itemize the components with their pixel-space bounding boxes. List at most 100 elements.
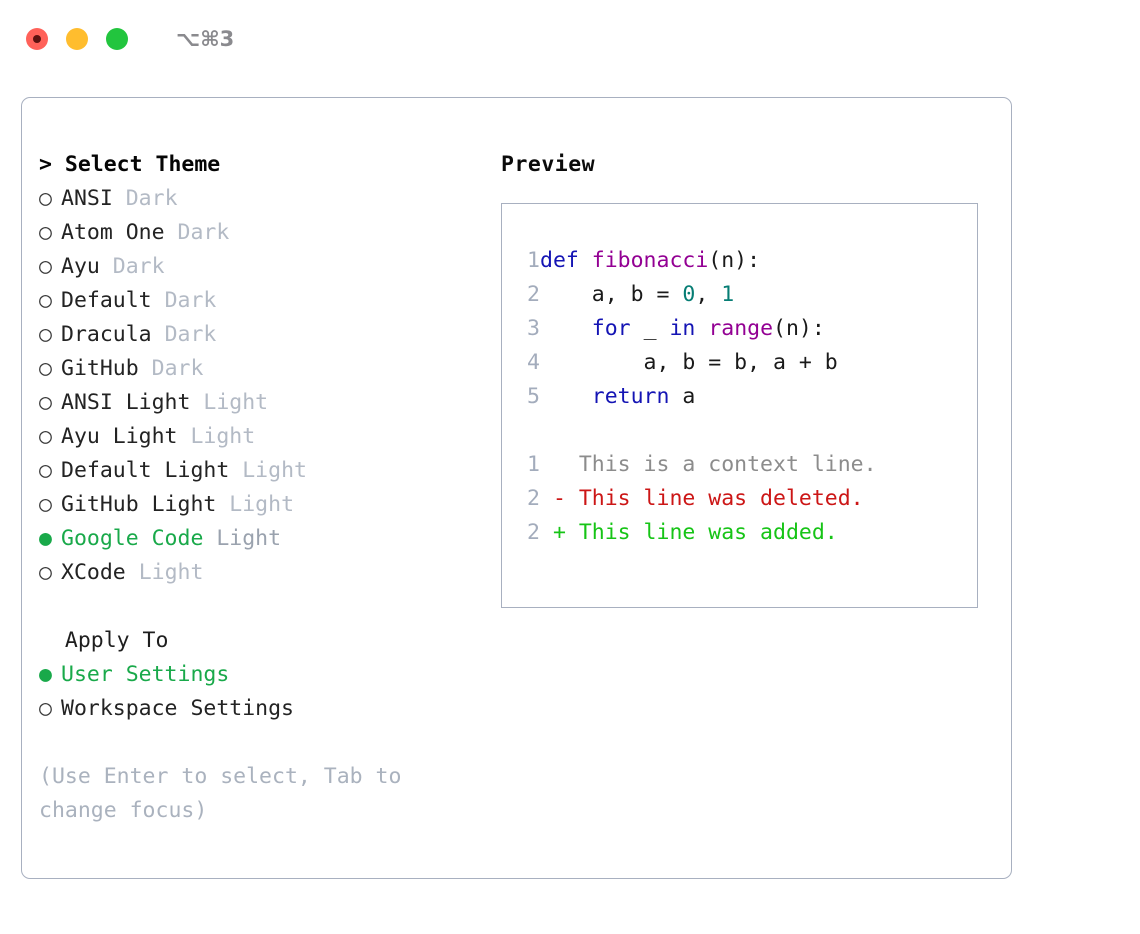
theme-variant-badge: Light	[203, 390, 269, 415]
theme-option-default[interactable]: ○ Default Dark	[39, 284, 479, 318]
diff-line: 2 - This line was deleted.	[514, 482, 877, 516]
theme-option-label: GitHub Light	[61, 492, 217, 517]
theme-variant-badge: Dark	[164, 322, 217, 347]
line-number: 1	[527, 452, 540, 477]
code-token: This is a context line.	[540, 452, 877, 477]
theme-variant-badge: Light	[138, 560, 204, 585]
minimize-button[interactable]	[66, 28, 88, 50]
code-token: + This line was added.	[540, 520, 838, 545]
apply-to-option-label: Workspace Settings	[61, 696, 294, 721]
line-number: 1	[527, 248, 540, 273]
theme-option-ansi[interactable]: ○ ANSI Dark	[39, 182, 479, 216]
theme-option-label: ANSI Light	[61, 390, 191, 415]
keyboard-hint: (Use Enter to select, Tab to change focu…	[39, 764, 415, 823]
theme-option-dracula[interactable]: ○ Dracula Dark	[39, 318, 479, 352]
theme-option-ansi-light[interactable]: ○ ANSI Light Light	[39, 386, 479, 420]
code-token: ,	[695, 282, 722, 307]
radio-selected-icon: ●	[39, 662, 52, 687]
code-token	[540, 316, 592, 341]
radio-unselected-icon: ○	[39, 288, 52, 313]
code-token: 0	[682, 282, 696, 307]
radio-unselected-icon: ○	[39, 560, 52, 585]
code-line: 1def fibonacci(n):	[514, 244, 877, 278]
code-token: 1	[721, 282, 735, 307]
zoom-button[interactable]	[106, 28, 128, 50]
code-token: fibonacci	[591, 248, 709, 273]
traffic-light-group	[26, 28, 128, 50]
theme-option-label: Default Light	[61, 458, 230, 483]
theme-option-label: XCode	[61, 560, 126, 585]
line-number: 2	[527, 282, 540, 307]
theme-variant-badge: Dark	[112, 254, 165, 279]
select-theme-header: > Select Theme	[39, 152, 221, 177]
theme-option-label: Default	[61, 288, 152, 313]
theme-variant-badge: Light	[229, 492, 295, 517]
theme-option-xcode[interactable]: ○ XCode Light	[39, 556, 479, 590]
code-token: in	[669, 316, 696, 341]
apply-to-header: Apply To	[39, 628, 169, 653]
radio-unselected-icon: ○	[39, 424, 52, 449]
diff-line: 2 + This line was added.	[514, 516, 877, 550]
code-token: (n):	[773, 316, 825, 341]
theme-option-google-code[interactable]: ● Google Code Light	[39, 522, 479, 556]
diff-line: 1 This is a context line.	[514, 448, 877, 482]
code-token: a, b =	[540, 282, 683, 307]
code-token	[540, 384, 592, 409]
code-token: def	[540, 248, 592, 273]
code-token: a	[669, 384, 696, 409]
close-button[interactable]	[26, 28, 48, 50]
theme-option-label: Google Code	[61, 526, 204, 551]
line-number: 3	[527, 316, 540, 341]
code-token: a, b = b, a + b	[540, 350, 838, 375]
line-number: 4	[527, 350, 540, 375]
apply-to-option-user-settings[interactable]: ● User Settings	[39, 658, 479, 692]
apply-to-option-workspace-settings[interactable]: ○ Workspace Settings	[39, 692, 479, 726]
theme-variant-badge: Dark	[164, 288, 217, 313]
code-token: _	[630, 316, 670, 341]
radio-unselected-icon: ○	[39, 254, 52, 279]
code-token	[695, 316, 708, 341]
theme-option-ayu[interactable]: ○ Ayu Dark	[39, 250, 479, 284]
code-token: (n):	[708, 248, 761, 273]
theme-variant-badge: Dark	[177, 220, 230, 245]
radio-unselected-icon: ○	[39, 696, 52, 721]
radio-unselected-icon: ○	[39, 492, 52, 517]
code-token: - This line was deleted.	[540, 486, 864, 511]
theme-variant-badge: Dark	[125, 186, 178, 211]
radio-unselected-icon: ○	[39, 356, 52, 381]
apply-to-option-label: User Settings	[61, 662, 230, 687]
theme-variant-badge: Light	[216, 526, 282, 551]
theme-option-label: Ayu	[61, 254, 100, 279]
theme-option-label: Dracula	[61, 322, 152, 347]
line-number: 2	[527, 486, 540, 511]
theme-option-label: Atom One	[61, 220, 165, 245]
theme-variant-badge: Dark	[151, 356, 204, 381]
theme-option-atom-one[interactable]: ○ Atom One Dark	[39, 216, 479, 250]
code-line: 5 return a	[514, 380, 877, 414]
radio-unselected-icon: ○	[39, 458, 52, 483]
theme-selection-column: > Select Theme ○ANSI Dark○Atom One Dark○…	[39, 148, 479, 828]
theme-variant-badge: Light	[190, 424, 256, 449]
radio-unselected-icon: ○	[39, 322, 52, 347]
code-token: return	[591, 384, 670, 409]
code-line: 2 a, b = 0, 1	[514, 278, 877, 312]
title-bar: ⌥⌘3	[0, 0, 1140, 78]
theme-option-label: GitHub	[61, 356, 139, 381]
radio-unselected-icon: ○	[39, 220, 52, 245]
radio-unselected-icon: ○	[39, 390, 52, 415]
theme-option-github[interactable]: ○ GitHub Dark	[39, 352, 479, 386]
theme-option-github-light[interactable]: ○ GitHub Light Light	[39, 488, 479, 522]
radio-selected-icon: ●	[39, 526, 52, 551]
theme-option-label: ANSI	[61, 186, 113, 211]
theme-option-default-light[interactable]: ○Default Light Light	[39, 454, 479, 488]
code-token: range	[708, 316, 774, 341]
theme-option-ayu-light[interactable]: ○Ayu Light Light	[39, 420, 479, 454]
radio-unselected-icon: ○	[39, 186, 52, 211]
code-token: for	[591, 316, 631, 341]
main-panel: > Select Theme ○ANSI Dark○Atom One Dark○…	[21, 97, 1012, 879]
line-number: 2	[527, 520, 540, 545]
